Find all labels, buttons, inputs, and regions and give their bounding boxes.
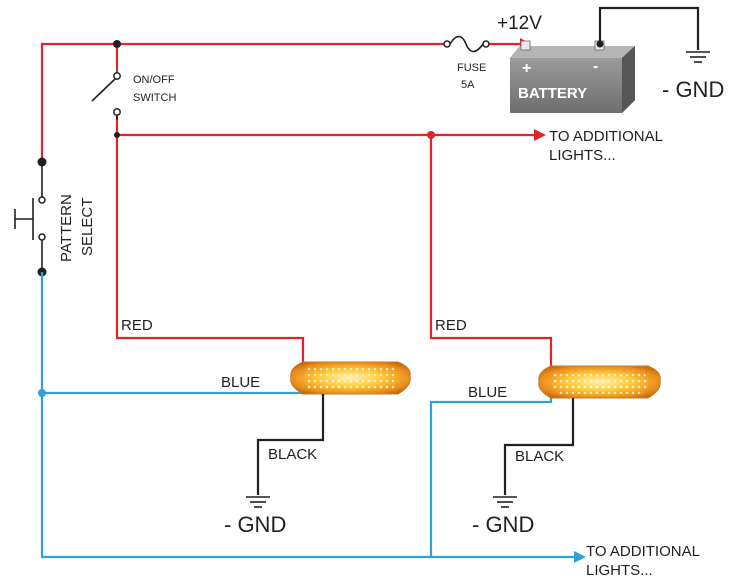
additional-lights-top-line1: TO ADDITIONAL <box>549 128 663 145</box>
battery-label: BATTERY <box>518 85 587 102</box>
fuse <box>443 35 490 53</box>
pattern-select-line1: PATTERN <box>58 194 75 262</box>
led-array-icon <box>304 366 398 390</box>
ground-symbol-light1-icon <box>246 496 270 508</box>
led-light-2 <box>538 365 661 399</box>
arrow-additional-lights-bottom-icon <box>574 551 586 563</box>
black-wire-light1 <box>256 394 325 495</box>
battery-neg-label: - <box>593 58 598 75</box>
red-wires <box>40 42 553 366</box>
red-wire-switched-bus <box>115 116 535 137</box>
red-wire-top-bus <box>40 42 445 160</box>
light2-black-label: BLACK <box>515 448 564 465</box>
blue-wire-light1 <box>42 385 305 395</box>
junction-dot <box>427 131 435 139</box>
gnd-label-light1: - GND <box>224 512 286 537</box>
junction-dot <box>113 40 121 48</box>
pattern-select-line2: SELECT <box>79 198 96 256</box>
red-wire-light1 <box>115 135 305 362</box>
black-wire-light2 <box>503 398 575 495</box>
light1-black-label: BLACK <box>268 446 317 463</box>
switch-lever-icon <box>91 78 116 102</box>
ground-symbol-light2-icon <box>493 496 517 508</box>
red-wire-light2 <box>429 135 553 366</box>
pattern-select-switch <box>14 157 47 277</box>
gnd-label-battery: - GND <box>662 77 724 102</box>
additional-lights-top-line2: LIGHTS... <box>549 147 616 164</box>
fuse-icon <box>449 35 484 53</box>
on-off-switch <box>91 70 121 120</box>
switch-label-line1: ON/OFF <box>133 74 175 86</box>
additional-lights-bottom-line2: LIGHTS... <box>586 562 653 579</box>
ground-symbol-battery-icon <box>686 51 710 63</box>
light1-red-label: RED <box>121 317 153 334</box>
light1-blue-label: BLUE <box>221 374 260 391</box>
blue-wire-main <box>40 272 575 559</box>
led-light-1 <box>290 361 411 395</box>
light2-blue-label: BLUE <box>468 384 507 401</box>
additional-lights-bottom-line1: TO ADDITIONAL <box>586 543 700 560</box>
battery <box>510 40 635 113</box>
light2-red-label: RED <box>435 317 467 334</box>
battery-terminal-pos-icon <box>520 40 531 51</box>
black-wire-battery-ground <box>598 6 700 50</box>
junction-dot <box>38 389 46 397</box>
supply-voltage-label: +12V <box>497 13 542 34</box>
arrow-additional-lights-top-icon <box>534 129 546 141</box>
gnd-label-light2: - GND <box>472 512 534 537</box>
junction-dot <box>114 132 120 138</box>
battery-pos-label: + <box>522 60 531 77</box>
led-array-icon <box>552 370 647 394</box>
junction-dot <box>596 40 604 48</box>
switch-label-line2: SWITCH <box>133 92 176 104</box>
fuse-label: FUSE <box>457 62 486 74</box>
fuse-rating: 5A <box>461 79 475 91</box>
